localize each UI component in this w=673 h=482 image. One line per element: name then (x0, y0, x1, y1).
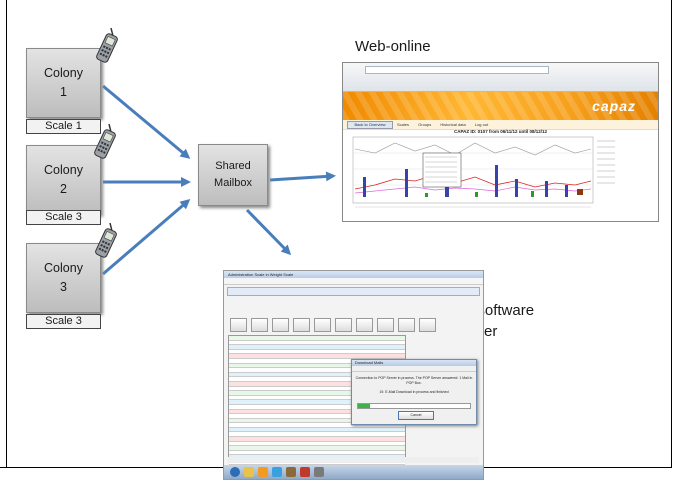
grid-row (229, 446, 405, 451)
download-mails-dialog: Download Mails Connection to POP Server … (351, 359, 477, 425)
colony-2-scale: Scale 3 (26, 210, 101, 225)
arrow-colony1-to-mailbox (102, 84, 191, 159)
grid-row (229, 363, 405, 369)
pc-menu-bar (224, 278, 483, 285)
toolbar-button (251, 318, 268, 332)
shared-mailbox-box: Shared Mailbox (198, 144, 268, 206)
dialog-progress-bar (357, 403, 471, 409)
browser-chrome (343, 63, 658, 92)
colony-3-scale: Scale 3 (26, 314, 101, 329)
toolbar-button (272, 318, 289, 332)
grid-row (229, 354, 405, 359)
frame-left-border (6, 0, 7, 468)
mailbox-label-line2: Mailbox (214, 177, 252, 189)
grid-row (229, 358, 405, 364)
grid-row (229, 391, 405, 396)
grid-row (229, 386, 405, 392)
grid-row (229, 418, 405, 424)
colony-1-number: 1 (60, 85, 67, 99)
honeycomb-pattern (343, 92, 658, 120)
dialog-cancel-button: Cancel (398, 411, 434, 420)
pc-window-title: Administration Scale in Weight Scale (224, 271, 483, 278)
web-online-label: Web-online (355, 38, 431, 55)
colony-1-scale: Scale 1 (26, 119, 101, 134)
mailbox-label-line1: Shared (215, 160, 251, 172)
capaz-banner: capaz (343, 92, 658, 120)
pc-software-screenshot: Administration Scale in Weight Scale Dow… (223, 270, 484, 480)
toolbar-button (398, 318, 415, 332)
nav-groups: Groups (418, 122, 432, 127)
pc-subwindow-title (227, 287, 480, 296)
grid-row (229, 414, 405, 419)
arrow-mailbox-to-web (269, 171, 336, 182)
media-icon (258, 467, 268, 477)
grid-row (229, 450, 405, 456)
grid-row (229, 372, 405, 378)
grid-row (229, 437, 405, 442)
app-icon (286, 467, 296, 477)
grid-row (229, 336, 405, 341)
colony-2-label: Colony (44, 163, 83, 177)
toolbar-button (335, 318, 352, 332)
grid-row (229, 377, 405, 382)
pc-status-bar (228, 457, 479, 463)
grid-row (229, 381, 405, 387)
nav-historical: Historical data (440, 122, 466, 127)
mobile-phone-icon (94, 123, 116, 159)
grid-row (229, 340, 405, 346)
colony-3-label: Colony (44, 261, 83, 275)
pc-toolbar (230, 318, 477, 332)
colony-1-label: Colony (44, 66, 83, 80)
colony-2-number: 2 (60, 182, 67, 196)
dialog-menu (352, 366, 476, 372)
web-nav: Scales Groups Historical data Log out (343, 120, 658, 130)
nav-scales: Scales (397, 122, 410, 127)
toolbar-button (356, 318, 373, 332)
toolbar-button (377, 318, 394, 332)
mobile-phone-icon (95, 222, 117, 258)
dialog-status: 19. E-Mail Download in process and finis… (379, 390, 449, 394)
browser-icon (272, 467, 282, 477)
capaz-logo: capaz (592, 98, 636, 114)
browser-address-bar (365, 66, 549, 74)
toolbar-button (230, 318, 247, 332)
pc-info-area (228, 293, 479, 321)
grid-row (229, 409, 405, 415)
colony-3-number: 3 (60, 280, 67, 294)
toolbar-button (419, 318, 436, 332)
grid-row (229, 441, 405, 447)
colony-2-box: Colony 2 (26, 145, 101, 215)
back-to-overview-tab: Back to Overview (347, 121, 393, 129)
explorer-icon (244, 467, 254, 477)
grid-row (229, 368, 405, 373)
start-orb-icon (230, 467, 240, 477)
mobile-phone-icon (96, 27, 118, 63)
grid-row (229, 349, 405, 355)
arrow-colony3-to-mailbox (102, 199, 191, 276)
app-icon (300, 467, 310, 477)
progress-fill (358, 404, 370, 408)
toolbar-button (293, 318, 310, 332)
grid-row (229, 423, 405, 428)
colony-1-box: Colony 1 (26, 48, 101, 118)
arrow-mailbox-to-pc (245, 208, 292, 256)
web-chart-title: CAPAZ ID: 0107 from 06/11/12 until 08/12… (454, 129, 547, 134)
grid-row (229, 395, 405, 401)
browser-favorites-bar (347, 77, 654, 83)
web-screenshot: capaz Scales Groups Historical data Log … (342, 62, 659, 222)
grid-row (229, 345, 405, 350)
app-icon (314, 467, 324, 477)
dialog-title: Download Mails (352, 360, 476, 366)
web-chart-thumbnail (352, 136, 615, 208)
nav-logout: Log out (474, 122, 489, 127)
grid-row (229, 400, 405, 405)
colony-3-box: Colony 3 (26, 243, 101, 313)
grid-row (229, 427, 405, 433)
toolbar-button (314, 318, 331, 332)
dialog-message: Connection to POP Server in process. The… (355, 376, 473, 385)
grid-row (229, 432, 405, 438)
pc-taskbar (224, 465, 483, 479)
grid-row (229, 404, 405, 410)
